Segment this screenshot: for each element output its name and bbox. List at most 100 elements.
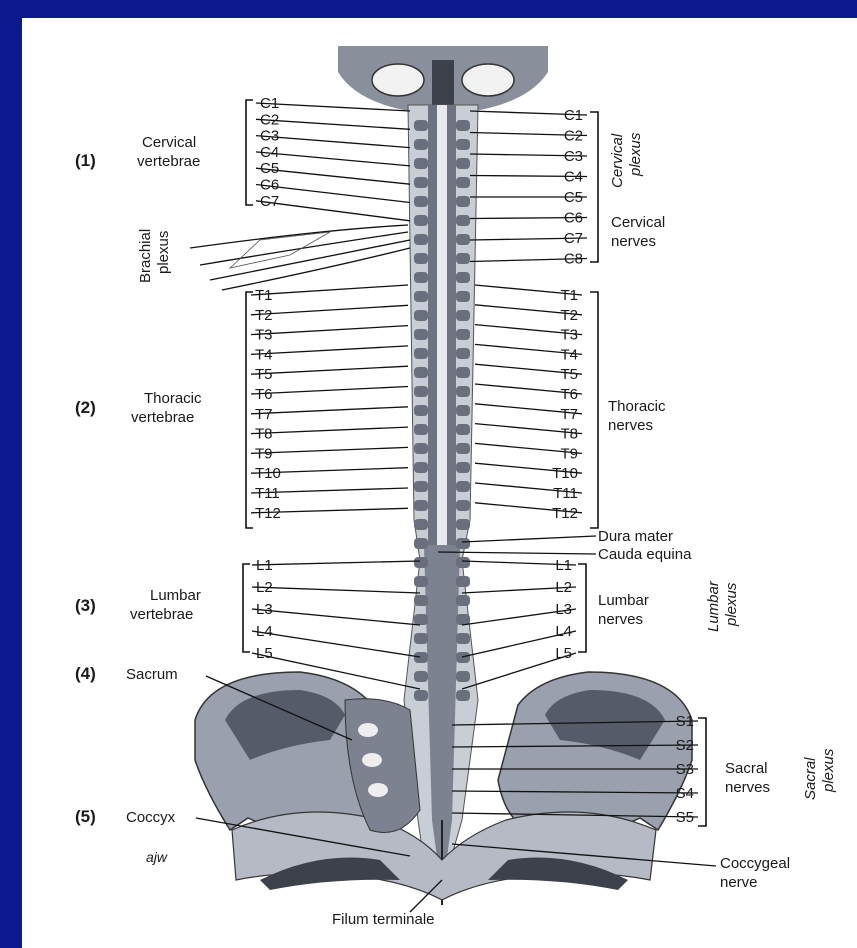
segment-label-t5: T5 <box>255 366 273 383</box>
leader-line <box>251 387 408 395</box>
segment-label-s5: S5 <box>676 809 694 826</box>
cervical-nerves-line2: nerves <box>611 233 656 250</box>
segment-label-t6: T6 <box>255 386 273 403</box>
segment-label-t11: T11 <box>255 485 280 502</box>
segment-label-t7: T7 <box>560 406 578 423</box>
vertebra-body-left <box>414 367 428 378</box>
vertebra-body-right <box>456 139 470 150</box>
segment-label-c2: C2 <box>564 128 583 145</box>
vertebra-body-left <box>414 500 428 511</box>
segment-label-t12: T12 <box>255 505 281 522</box>
vertebra-body-right <box>456 614 470 625</box>
segment-label-c5: C5 <box>564 189 583 206</box>
vertebra-body-right <box>456 253 470 264</box>
vertebra-body-right <box>456 595 470 606</box>
segment-label-l4: L4 <box>555 623 572 640</box>
segment-label-t9: T9 <box>560 445 578 462</box>
vertebra-body-left <box>414 633 428 644</box>
callout-leader-line <box>462 536 596 542</box>
segment-label-c4: C4 <box>260 144 279 161</box>
vertebra-body-left <box>414 120 428 131</box>
vertebra-body-left <box>414 291 428 302</box>
label-number-2: (2) <box>75 398 96 417</box>
artist-signature: ajw <box>146 849 168 865</box>
vertebra-body-right <box>456 158 470 169</box>
leader-line <box>251 427 408 434</box>
vertebra-body-left <box>414 215 428 226</box>
vertebra-body-left <box>414 690 428 701</box>
leader-line <box>252 587 420 593</box>
segment-label-t10: T10 <box>552 465 578 482</box>
segment-label-c4: C4 <box>564 169 583 186</box>
brachial-plexus-nerves <box>190 225 410 290</box>
leader-line <box>251 285 408 295</box>
coccyx-label: Coccyx <box>126 809 176 826</box>
vertebra-body-right <box>456 196 470 207</box>
segment-label-s2: S2 <box>676 737 694 754</box>
vertebra-body-left <box>414 386 428 397</box>
leader-line <box>251 326 408 335</box>
segment-label-l5: L5 <box>555 645 572 662</box>
vertebra-body-right <box>456 348 470 359</box>
vertebra-body-left <box>414 348 428 359</box>
vertebra-body-right <box>456 538 470 549</box>
vertebra-body-left <box>414 234 428 245</box>
segment-label-c6: C6 <box>260 177 279 194</box>
brachial-plexus-line1: Brachial <box>137 229 154 283</box>
vertebra-body-right <box>456 690 470 701</box>
sacral-plexus-line2: plexus <box>820 748 837 793</box>
segment-label-t3: T3 <box>560 327 578 344</box>
sacral-plexus-line1: Sacral <box>802 757 819 800</box>
cervical-nerves-line1: Cervical <box>611 214 665 231</box>
segment-label-c2: C2 <box>260 111 279 128</box>
vertebra-body-right <box>456 367 470 378</box>
vertebra-body-right <box>456 310 470 321</box>
vertebra-body-right <box>456 671 470 682</box>
vertebra-body-right <box>456 329 470 340</box>
segment-label-t4: T4 <box>255 346 273 363</box>
label-number-1: (1) <box>75 151 96 170</box>
segment-label-t2: T2 <box>560 307 578 324</box>
segment-label-t3: T3 <box>255 327 273 344</box>
segment-label-t12: T12 <box>552 505 578 522</box>
segment-label-c3: C3 <box>564 148 583 165</box>
vertebra-body-left <box>414 443 428 454</box>
dura-mater-label: Dura mater <box>598 528 673 545</box>
vertebra-body-left <box>414 519 428 530</box>
vertebra-body-left <box>414 329 428 340</box>
label-number-4: (4) <box>75 664 96 683</box>
vertebra-body-left <box>414 405 428 416</box>
lumbar-plexus-line1: Lumbar <box>705 580 722 632</box>
vertebra-body-right <box>456 215 470 226</box>
label-number-3: (3) <box>75 596 96 615</box>
segment-label-c1: C1 <box>564 107 583 124</box>
vertebra-body-left <box>414 424 428 435</box>
segment-label-c1: C1 <box>260 95 279 112</box>
vertebra-body-left <box>414 481 428 492</box>
vertebra-body-left <box>414 462 428 473</box>
segment-label-c5: C5 <box>260 160 279 177</box>
skull-base <box>338 46 548 112</box>
segment-label-t8: T8 <box>255 426 273 443</box>
vertebra-body-right <box>456 462 470 473</box>
segment-label-s3: S3 <box>676 761 694 778</box>
vertebra-body-right <box>456 234 470 245</box>
vertebra-body-left <box>414 614 428 625</box>
segment-label-l3: L3 <box>256 601 273 618</box>
leader-line <box>252 561 420 565</box>
lumbar-plexus-line2: plexus <box>723 582 740 627</box>
filum-terminale-label: Filum terminale <box>332 911 435 928</box>
segment-label-t4: T4 <box>560 346 578 363</box>
segment-label-t2: T2 <box>255 307 273 324</box>
segment-label-c7: C7 <box>260 193 279 210</box>
vertebra-body-right <box>456 405 470 416</box>
segment-label-t9: T9 <box>255 445 273 462</box>
vertebra-body-right <box>456 272 470 283</box>
vertebra-body-left <box>414 139 428 150</box>
cauda-equina-label: Cauda equina <box>598 546 692 563</box>
vertebra-body-left <box>414 671 428 682</box>
segment-label-l1: L1 <box>555 557 572 574</box>
segment-label-t6: T6 <box>560 386 578 403</box>
sacral-nerves-line1: Sacral <box>725 760 768 777</box>
